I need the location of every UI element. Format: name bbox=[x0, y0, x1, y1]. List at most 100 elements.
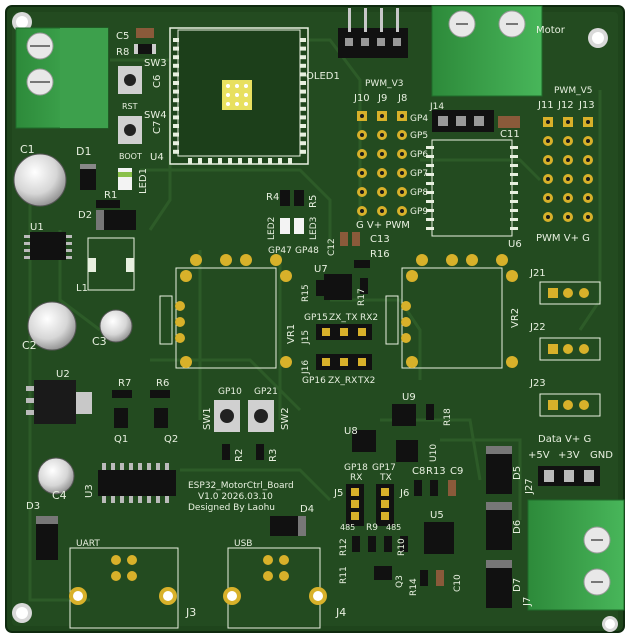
res-r5 bbox=[294, 190, 304, 206]
label-c5: C5 bbox=[116, 31, 129, 42]
label-sw4: SW4 bbox=[144, 110, 167, 121]
esp32-pin bbox=[198, 158, 202, 164]
u3-pin bbox=[102, 496, 106, 503]
label-q3: Q3 bbox=[395, 575, 405, 588]
label-rx: RX bbox=[350, 473, 362, 483]
u6-pin bbox=[510, 182, 518, 185]
label-r12: R12 bbox=[339, 538, 349, 556]
vr-pad bbox=[190, 254, 202, 266]
label-j14: J14 bbox=[429, 102, 444, 112]
label-r3: R3 bbox=[268, 449, 279, 462]
label-gp15: GP15 bbox=[304, 313, 328, 323]
header-j14 bbox=[432, 110, 494, 132]
cap-c1 bbox=[13, 153, 67, 207]
label-c2: C2 bbox=[22, 339, 37, 352]
cap-c4 bbox=[37, 457, 75, 495]
u6-pin bbox=[426, 200, 434, 203]
label-c6: C6 bbox=[152, 75, 163, 88]
label-tx: TX bbox=[379, 473, 392, 483]
label-r2: R2 bbox=[234, 449, 245, 462]
u6-pin bbox=[426, 209, 434, 212]
mounting-hole-tl bbox=[12, 12, 32, 32]
vr-pad bbox=[466, 254, 478, 266]
vr-pad bbox=[220, 254, 232, 266]
label-c10: C10 bbox=[453, 574, 463, 592]
mounting-hole-br bbox=[602, 616, 618, 632]
label-j7: J7 bbox=[522, 597, 533, 607]
terminal-block-power-in bbox=[15, 27, 109, 129]
label-l1: L1 bbox=[76, 283, 88, 294]
label-r11: R11 bbox=[339, 566, 349, 584]
label-gp47: GP47 bbox=[268, 246, 292, 256]
res-r1 bbox=[96, 200, 120, 208]
cap-c5 bbox=[136, 28, 154, 38]
header-j27 bbox=[538, 466, 600, 486]
u6-pin bbox=[510, 209, 518, 212]
label-u6: U6 bbox=[508, 239, 522, 250]
label-pwm-vplus-g: PWM V+ G bbox=[536, 233, 590, 244]
header-pin-hole bbox=[586, 158, 590, 162]
button-sw2 bbox=[248, 400, 274, 432]
label-gp48: GP48 bbox=[295, 246, 319, 256]
board-version: V1.0 2026.03.10 bbox=[198, 492, 273, 502]
u3-pin bbox=[147, 463, 151, 470]
res-r7 bbox=[112, 390, 132, 398]
label-u7: U7 bbox=[314, 264, 328, 275]
u3-pin bbox=[165, 496, 169, 503]
u6-pin bbox=[426, 173, 434, 176]
label-rst: RST bbox=[122, 102, 138, 111]
diode-d7 bbox=[486, 560, 512, 608]
diode-d3 bbox=[36, 516, 58, 560]
label-j27: J27 bbox=[524, 478, 535, 495]
esp32-pin bbox=[173, 81, 179, 85]
esp32-pin bbox=[300, 106, 306, 111]
label-u2: U2 bbox=[56, 369, 70, 380]
esp32-pin bbox=[300, 141, 306, 146]
ic-u3 bbox=[98, 470, 176, 496]
esp32-pin bbox=[228, 158, 232, 164]
label-u8: U8 bbox=[344, 426, 358, 437]
vr-pad bbox=[280, 270, 292, 282]
diode-d2 bbox=[96, 210, 136, 230]
label-r18: R18 bbox=[443, 408, 453, 426]
label-boot: BOOT bbox=[119, 152, 142, 161]
label-g-vplus-pwm: G V+ PWM bbox=[356, 220, 410, 231]
label-j10: J10 bbox=[353, 93, 370, 104]
esp32-pin bbox=[173, 132, 179, 137]
board-title: ESP32_MotorCtrl_Board bbox=[188, 481, 294, 491]
res-r3 bbox=[256, 444, 264, 460]
vr-pad bbox=[270, 254, 282, 266]
header-pin-hole bbox=[400, 152, 404, 156]
u3-pin bbox=[111, 463, 115, 470]
esp32-pin bbox=[300, 89, 306, 94]
esp32-pin bbox=[300, 149, 306, 154]
label-gnd: GND bbox=[590, 450, 613, 461]
label-pwm-v5: PWM_V5 bbox=[554, 86, 592, 96]
connector-usb bbox=[223, 547, 327, 629]
vr-pad bbox=[496, 254, 508, 266]
cap-c11 bbox=[498, 116, 520, 128]
header-j6 bbox=[376, 484, 394, 526]
label-q1: Q1 bbox=[114, 434, 128, 445]
transistor-q2 bbox=[154, 408, 168, 428]
label-data-vplus-g: Data V+ G bbox=[538, 434, 591, 445]
u3-pin bbox=[156, 463, 160, 470]
label-gp7: GP7 bbox=[410, 169, 428, 179]
header-pin-hole bbox=[360, 209, 364, 213]
vr-pad bbox=[180, 270, 192, 282]
header-pin-hole bbox=[380, 114, 384, 118]
u6-pin bbox=[426, 164, 434, 167]
transistor-q3 bbox=[374, 566, 392, 580]
u6-pin bbox=[426, 227, 434, 230]
header-j22 bbox=[539, 337, 601, 361]
esp32-pins bbox=[173, 38, 306, 164]
label-r8: R8 bbox=[116, 47, 129, 58]
esp32-pin bbox=[173, 149, 179, 154]
label-d4: D4 bbox=[300, 504, 314, 515]
u6-pin bbox=[510, 191, 518, 194]
header-j16 bbox=[316, 354, 372, 370]
label-q2: Q2 bbox=[164, 434, 178, 445]
label-j11: J11 bbox=[537, 100, 554, 111]
u3-pin bbox=[120, 496, 124, 503]
ic-u9 bbox=[392, 404, 416, 426]
